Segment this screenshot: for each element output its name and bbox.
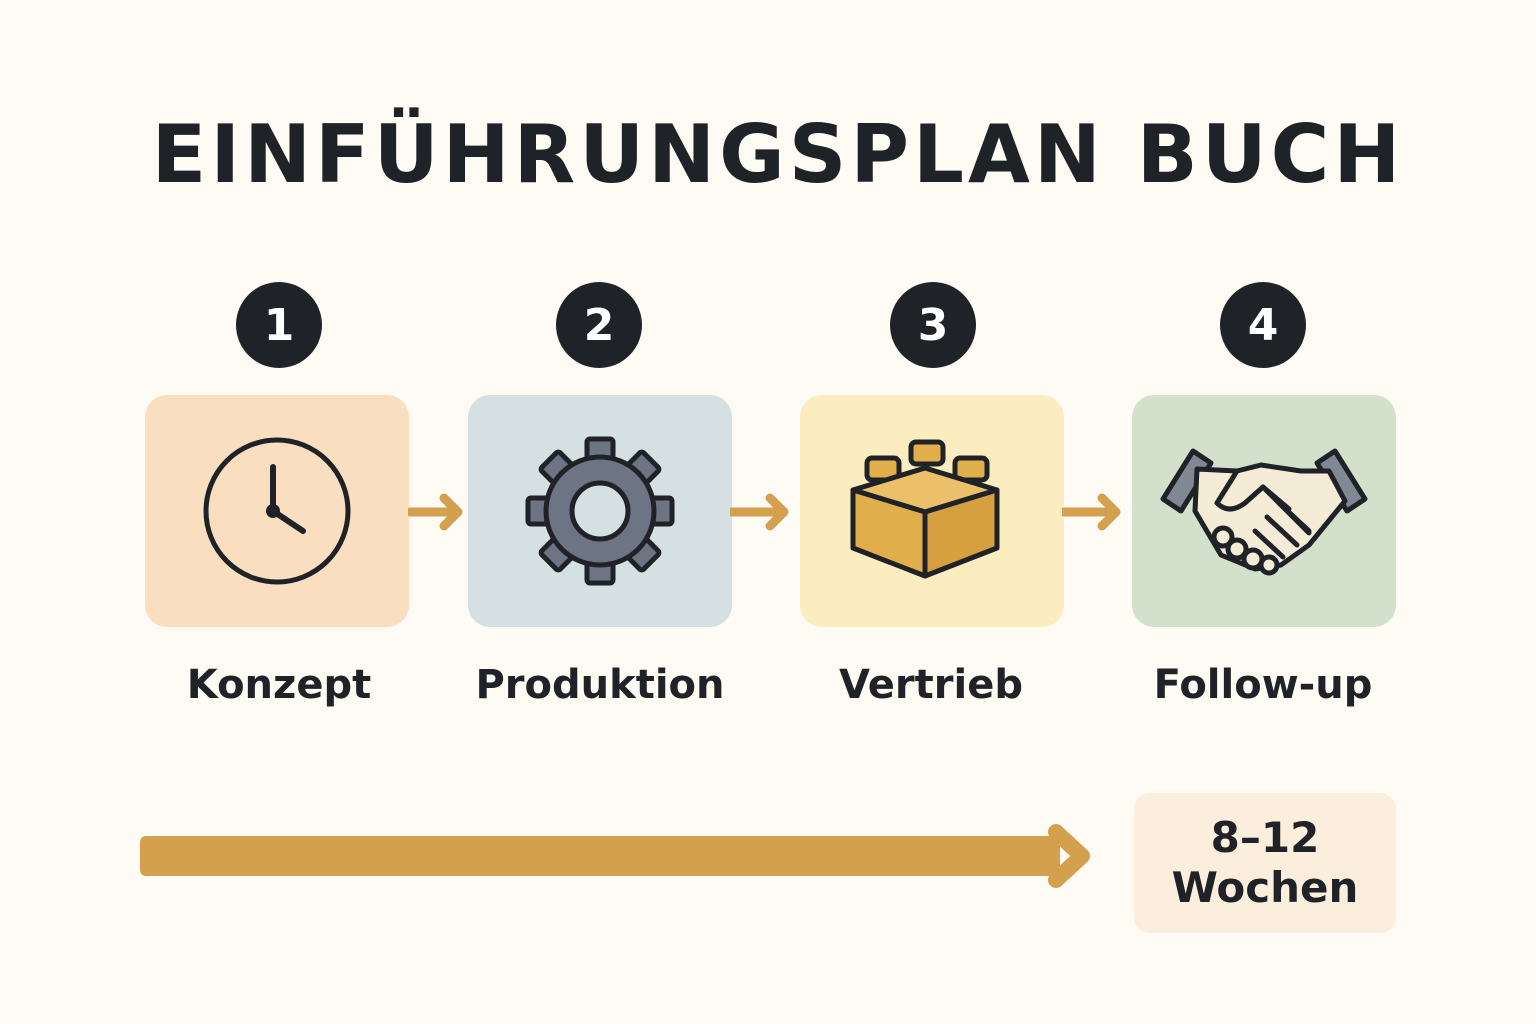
step-card-produktion [468,395,732,627]
step-label-konzept: Konzept [186,662,372,708]
step-number-badge-2: 2 [556,282,642,368]
step-card-follow-up [1132,395,1396,627]
gear-icon [525,436,675,586]
box-blocks-icon [850,439,1000,579]
duration-box: 8–12 Wochen [1134,793,1396,933]
step-label-vertrieb: Vertrieb [839,662,1023,708]
step-card-konzept [145,395,409,627]
duration-unit: Wochen [1171,863,1359,912]
page-title: EINFÜHRUNGSPLAN BUCH [151,108,1405,201]
step-number-badge-4: 4 [1220,282,1306,368]
clock-icon [203,437,351,585]
handshake-icon [1160,448,1368,576]
step-label-produktion: Produktion [475,662,725,708]
duration-range: 8–12 [1210,813,1320,862]
timeline-arrow [140,824,1090,888]
step-label-follow-up: Follow-up [1153,662,1373,708]
step-card-vertrieb [800,395,1064,627]
step-number-badge-1: 1 [236,282,322,368]
arrow-right-icon [1062,493,1121,531]
arrow-right-icon [730,493,789,531]
arrow-right-icon [408,493,463,531]
step-number-badge-3: 3 [890,282,976,368]
